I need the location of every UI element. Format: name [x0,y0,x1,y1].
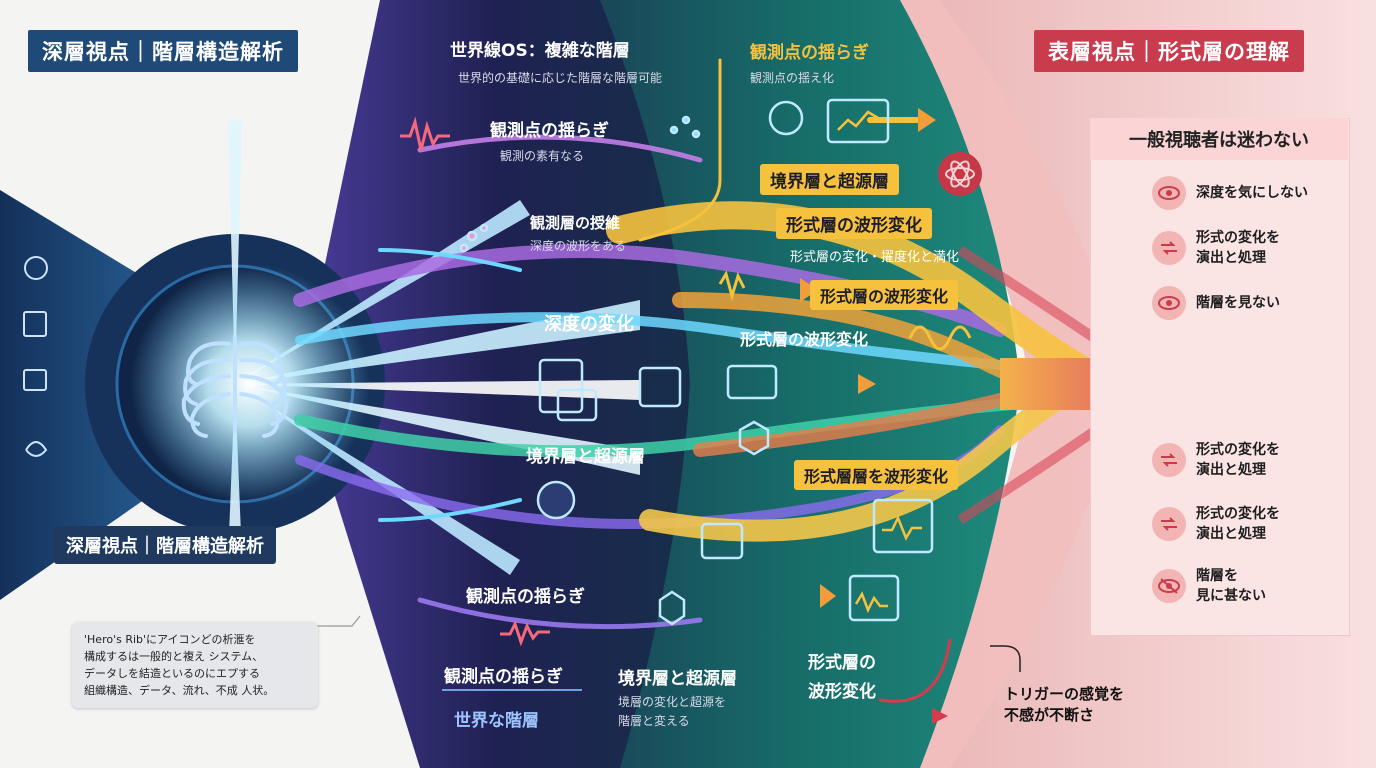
mid-item-waveform-5: 形式層の 波形変化 [808,648,876,702]
dark-item-observation-1: 観測点の揺らぎ 観測の素有なる [490,116,609,164]
panel-item-line2: 見に甚ない [1196,588,1266,604]
eye-icon [1152,286,1186,320]
mid-item-change-note: 形式層の変化・擢度化と満化 [790,250,960,265]
panel-item-line1: 深度を気にしない [1196,185,1308,201]
mid-item-title: 境界層と超源層 [618,669,737,689]
note-line: 構成するは一般的と複え システム、 [84,650,264,663]
panel-item-line2: 演出と処理 [1196,526,1266,542]
dark-item-world-os: 世界線OS：複雑な階層 世界的の基礎に応じた階層な階層可能 [450,36,662,86]
right-title: 表層視点｜形式層の理解 [1034,30,1304,72]
mid-item-observation: 観測点の揺らぎ 観測点の揺え化 [750,38,869,86]
panel-item-line1: 階層を見ない [1196,295,1280,311]
dark-item-observation-3: 観測点の揺らぎ [444,667,563,687]
underline-divider [442,689,582,691]
panel-item: 深度を気にしない [1152,176,1308,210]
eye-icon [1152,176,1186,210]
dark-item-observation-layer: 観測層の授維 深度の波形をある [530,212,626,254]
mid-item-waveform-1: 形式層の波形変化 [776,208,932,239]
panel-item-line2: 演出と処理 [1196,462,1266,478]
mid-item-waveform-4: 形式層層を波形変化 [794,460,959,490]
mid-item-boundary-yellow: 境界層と超源層 [760,164,899,195]
note-line: 'Hero's Rib'にアイコンどの析滙を [84,633,256,646]
panel-item: 形式の変化を演出と処理 [1152,440,1280,480]
note-line: 組織構造、データ、流れ、不成 人状。 [84,684,275,697]
panel-item-line1: 形式の変化を [1196,230,1280,246]
mid-item-sub: 観測点の揺え化 [750,71,835,85]
panel-item-line1: 形式の変化を [1196,506,1280,522]
left-title: 深層視点｜階層構造解析 [28,30,298,72]
panel-item: 形式の変化を演出と処理 [1152,228,1280,268]
dark-item-world-layer: 世界な階層 [454,711,539,731]
transform-icon [1152,443,1186,477]
dark-item-boundary: 境界層と超源層 [526,447,645,467]
mid-item-waveform-2: 形式層の波形変化 [810,280,959,310]
dark-item-observation-2: 観測点の揺らぎ [466,587,585,607]
dark-item-sub: 観測の素有なる [500,149,585,163]
eye-slash-icon [1152,569,1186,603]
panel-item-line2: 演出と処理 [1196,250,1266,266]
panel-item-line1: 階層を [1196,568,1238,584]
transform-icon [1152,231,1186,265]
note-line: データしを結造といるのにエプする [84,667,260,680]
dark-item-title: 世界線OS：複雑な階層 [450,41,630,61]
mid-item-title: 形式層の [808,653,876,673]
dark-item-sub: 深度の波形をある [530,239,627,253]
mid-item-title: 観測点の揺らぎ [750,43,869,63]
trigger-footnote: トリガーの感覚を 不感が不断さ [1004,684,1124,726]
audience-panel [1090,118,1350,636]
panel-item-line1: 形式の変化を [1196,442,1280,458]
dark-item-title: 観測層の授維 [530,214,621,232]
audience-panel-heading: 一般視聴者は迷わない [1090,118,1348,160]
transform-icon [1152,507,1186,541]
mid-item-title: 波形変化 [808,682,876,702]
panel-item: 階層を見ない [1152,286,1280,320]
panel-item: 階層を見に甚ない [1152,566,1266,606]
footnote-line2: 不感が不断さ [1004,706,1095,724]
mid-item-waveform-3: 形式層の波形変化 [740,330,869,349]
bottom-left-title: 深層視点｜階層構造解析 [54,526,276,564]
note-bubble: 'Hero's Rib'にアイコンどの析滙を 構成するは一般的と複え システム、… [72,622,318,708]
dark-item-depth-change: 深度の変化 [544,314,634,335]
mid-item-boundary-2: 境界層と超源層 境層の変化と超源を 階層と変える [618,664,737,729]
dark-item-title: 観測点の揺らぎ [490,121,609,141]
dark-item-sub: 世界的の基礎に応じた階層な階層可能 [458,71,663,85]
footnote-line1: トリガーの感覚を [1004,685,1125,703]
panel-item: 形式の変化を演出と処理 [1152,504,1280,544]
mid-item-sub: 階層と変える [618,714,690,728]
mid-item-sub: 境層の変化と超源を [618,695,727,709]
